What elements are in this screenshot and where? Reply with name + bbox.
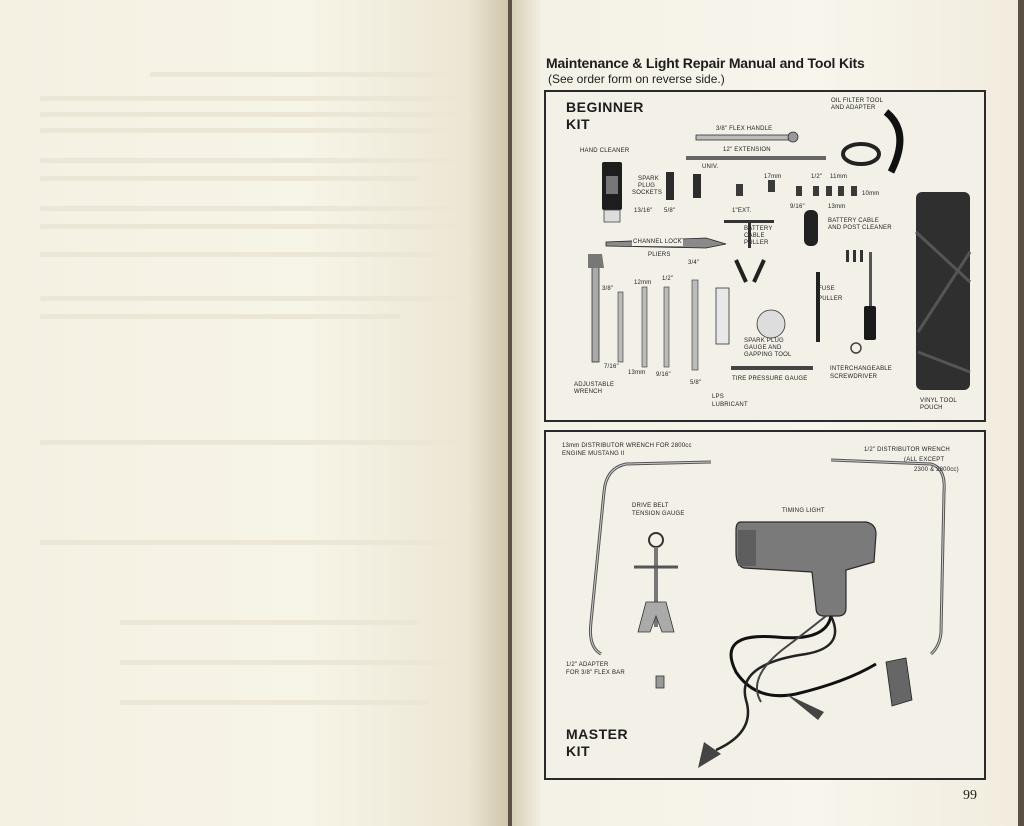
label-adapter-line-2: FOR 3/8" FLEX BAR <box>566 670 625 676</box>
label-spark-gauge-line-2: GAUGE AND <box>744 345 782 351</box>
label-pliers: PLIERS <box>648 252 671 258</box>
page-subheading: (See order form on reverse side.) <box>548 72 725 86</box>
label-spark-plug-sockets-line-2: PLUG <box>638 183 656 189</box>
label-lps-line-2: LUBRICANT <box>712 402 748 408</box>
label-fuse-puller-line-1: FUSE <box>818 286 835 292</box>
label-cable-puller-line-3: PULLER <box>744 240 769 246</box>
label-wrench-1-2: 1/2" <box>662 276 674 282</box>
beginner-kit-title: BEGINNER KIT <box>566 99 644 133</box>
master-kit-title: MASTER KIT <box>566 726 628 760</box>
label-spark-gauge-line-1: SPARK PLUG <box>744 338 784 344</box>
page-heading: Maintenance & Light Repair Manual and To… <box>546 55 865 71</box>
label-hand-cleaner: HAND CLEANER <box>580 148 630 154</box>
beginner-kit-title-line-1: BEGINNER <box>566 99 644 115</box>
label-socket-13mm: 13mm <box>828 204 846 210</box>
label-spark-plug-sockets-line-3: SOCKETS <box>632 190 663 196</box>
label-dist-half-line-3: 2300 & 2800cc) <box>914 467 959 473</box>
label-socket-1-2: 1/2" <box>811 174 823 180</box>
label-socket-5-8: 5/8" <box>664 208 676 214</box>
label-screwdriver-line-1: INTERCHANGEABLE <box>830 366 893 372</box>
label-cable-puller-line-2: CABLE <box>744 233 765 239</box>
label-spark-gauge-line-3: GAPPING TOOL <box>744 352 792 358</box>
label-battery-cleaner-line-1: BATTERY CABLE <box>828 218 879 224</box>
label-timing-light: TIMING LIGHT <box>782 508 825 514</box>
label-socket-17mm: 17mm <box>764 174 782 180</box>
label-12-extension: 12" EXTENSION <box>723 147 771 153</box>
label-spark-plug-sockets-line-1: SPARK <box>638 176 659 182</box>
label-wrench-12mm: 12mm <box>634 280 652 286</box>
label-pouch-line-1: VINYL TOOL <box>920 398 957 404</box>
label-battery-cleaner-line-2: AND POST CLEANER <box>828 225 892 231</box>
label-socket-13-16: 13/16" <box>634 208 653 214</box>
catalog-page: Maintenance & Light Repair Manual and To… <box>512 0 1018 826</box>
label-adjustable-wrench-line-1: ADJUSTABLE <box>574 382 615 388</box>
label-univ: UNIV. <box>702 164 719 170</box>
label-wrench-9-16: 9/16" <box>656 372 671 378</box>
master-kit-photo <box>589 458 946 768</box>
label-socket-10mm: 10mm <box>862 191 880 197</box>
label-oil-filter-line-2: AND ADAPTER <box>831 105 876 111</box>
label-dist-half-line-1: 1/2" DISTRIBUTOR WRENCH <box>864 447 950 453</box>
master-kit-title-line-2: KIT <box>566 743 591 759</box>
label-1-ext: 1"EXT. <box>732 208 752 214</box>
label-wrench-3-4: 3/4" <box>688 260 700 266</box>
master-kit-panel: 13mm DISTRIBUTOR WRENCH FOR 2800cc ENGIN… <box>544 430 986 780</box>
label-dist-13mm-line-2: ENGINE MUSTANG II <box>562 451 625 457</box>
label-screwdriver-line-2: SCREWDRIVER <box>830 374 878 380</box>
beginner-kit-title-line-2: KIT <box>566 116 591 132</box>
label-lps-line-1: LPS <box>712 394 724 400</box>
master-kit-title-line-1: MASTER <box>566 726 629 742</box>
label-dist-half-line-2: (ALL EXCEPT <box>904 457 945 463</box>
label-fuse-puller-line-2: PULLER <box>818 296 843 302</box>
label-oil-filter-line-1: OIL FILTER TOOL <box>831 98 884 104</box>
label-channel-lock: CHANNEL LOCK <box>632 239 683 246</box>
label-dist-13mm-line-1: 13mm DISTRIBUTOR WRENCH FOR 2800cc <box>562 443 692 449</box>
beginner-kit-panel: BEGINNER KIT 3/8" FLEX HANDLE 12" EXTENS… <box>544 90 986 422</box>
label-socket-11mm: 11mm <box>830 174 848 180</box>
label-adapter-line-1: 1/2" ADAPTER <box>566 662 609 668</box>
label-flex-handle: 3/8" FLEX HANDLE <box>716 126 773 132</box>
label-wrench-3-8: 3/8" <box>602 286 614 292</box>
page-number: 99 <box>963 788 977 803</box>
label-belt-gauge-line-2: TENSION GAUGE <box>632 511 685 517</box>
label-tire-gauge: TIRE PRESSURE GAUGE <box>732 376 808 382</box>
left-blank-page <box>0 0 508 826</box>
label-cable-puller-line-1: BATTERY <box>744 226 773 232</box>
label-wrench-7-16: 7/16" <box>604 364 619 370</box>
label-belt-gauge-line-1: DRIVE BELT <box>632 503 669 509</box>
label-wrench-13mm: 13mm <box>628 370 646 376</box>
label-wrench-5-8: 5/8" <box>690 380 702 386</box>
label-adjustable-wrench-line-2: WRENCH <box>574 389 603 395</box>
label-socket-9-16: 9/16" <box>790 204 805 210</box>
label-pouch-line-2: POUCH <box>920 405 943 411</box>
